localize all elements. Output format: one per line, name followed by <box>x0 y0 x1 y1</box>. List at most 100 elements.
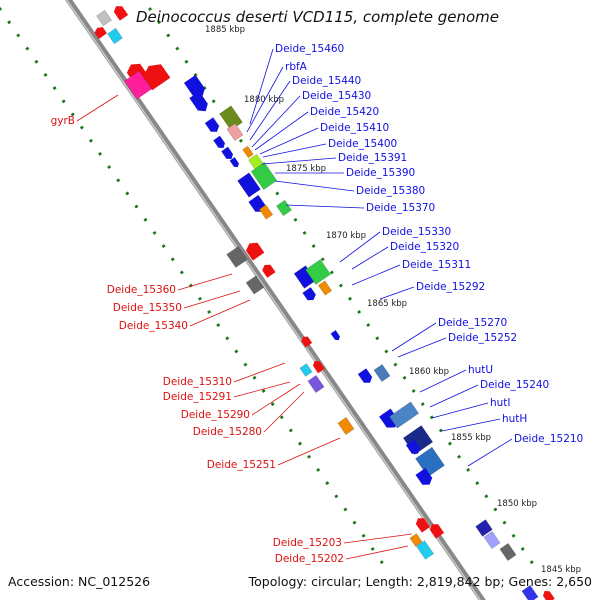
tick-dot <box>125 191 130 196</box>
topology-label: Topology: circular; Length: 2,819,842 bp… <box>248 574 592 589</box>
forward-leader-line <box>259 127 319 155</box>
tick-dot <box>7 20 12 25</box>
gene-arrow-reverse <box>543 591 555 600</box>
tick-dot <box>216 323 221 328</box>
forward-leader-line <box>351 246 389 270</box>
tick-dot <box>52 86 57 91</box>
tick-dot <box>170 257 175 262</box>
tick-dot <box>238 138 243 143</box>
tick-dot <box>34 59 39 64</box>
tick-dot <box>70 112 75 117</box>
scale-tick-label: 1885 kbp <box>205 25 245 35</box>
gene-feature <box>415 446 445 478</box>
gene-arrow-reverse <box>415 518 431 533</box>
reverse-gene-label: Deide_15360 <box>107 284 176 296</box>
tick-dot <box>152 230 157 235</box>
tick-dot <box>61 99 66 104</box>
gene-feature <box>242 145 254 159</box>
gene-arrow-forward <box>183 74 205 98</box>
reverse-leader-line <box>263 391 305 433</box>
tick-dot <box>88 138 93 143</box>
gene-feature <box>373 364 391 382</box>
gene-arrow-forward <box>415 468 433 485</box>
tick-dot <box>529 560 534 565</box>
gene-feature <box>415 540 435 560</box>
tick-dot <box>166 33 171 38</box>
forward-leader-line <box>251 95 301 148</box>
tick-dot <box>202 86 207 91</box>
tick-dot <box>338 283 343 288</box>
forward-gene-label: Deide_15370 <box>366 202 435 214</box>
gene-feature <box>96 9 112 27</box>
gene-feature <box>499 543 517 561</box>
tick-dot <box>161 244 166 249</box>
tick-dot <box>243 362 248 367</box>
tick-dot <box>411 389 416 393</box>
gene-arrow-forward <box>221 146 233 159</box>
reverse-leader-line <box>251 383 301 416</box>
reverse-gene-label: Deide_15310 <box>163 376 232 388</box>
forward-gene-label: Deide_15380 <box>356 185 425 197</box>
gene-feature <box>305 259 331 285</box>
reverse-gene-label: Deide_15350 <box>113 302 182 314</box>
tick-dot <box>270 402 275 407</box>
tick-dot <box>279 415 284 420</box>
forward-gene-label: Deide_15390 <box>346 167 415 179</box>
forward-gene-label: Deide_15252 <box>448 332 517 344</box>
reverse-gene-label: Deide_15290 <box>181 409 250 421</box>
tick-dot <box>334 494 339 499</box>
gene-feature <box>475 519 493 537</box>
tick-dot <box>234 349 239 354</box>
tick-dot <box>307 454 312 459</box>
forward-leader-line <box>431 402 489 419</box>
forward-leader-line <box>351 264 401 286</box>
forward-gene-label: Deide_15420 <box>310 106 379 118</box>
genome-backbone-highlight <box>65 0 482 600</box>
forward-gene-label: Deide_15430 <box>302 90 371 102</box>
gene-feature <box>226 123 244 141</box>
tick-dot <box>207 310 212 314</box>
forward-gene-label: hutU <box>468 364 493 376</box>
tick-dot <box>288 428 293 433</box>
tick-dot <box>252 375 257 380</box>
scale-tick-label: 1850 kbp <box>497 499 537 509</box>
tick-dot <box>420 402 425 407</box>
gene-arrow-forward <box>302 287 316 301</box>
forward-leader-line <box>285 204 365 209</box>
gene-arrow-forward <box>204 117 220 132</box>
tick-dot <box>316 468 321 472</box>
gene-feature <box>123 70 153 100</box>
reverse-leader-line <box>177 273 233 291</box>
tick-dot <box>198 296 202 301</box>
tick-dot <box>275 191 280 196</box>
gene-feature <box>276 199 292 217</box>
tick-dot <box>379 560 384 565</box>
tick-dot <box>0 7 3 11</box>
tick-dot <box>175 46 180 51</box>
gene-feature <box>107 27 123 45</box>
gene-arrow-reverse <box>262 264 276 278</box>
forward-gene-label: Deide_15400 <box>328 138 397 150</box>
forward-gene-label: hutH <box>502 413 527 425</box>
reverse-gene-label: Deide_15251 <box>207 459 276 471</box>
gene-feature <box>388 401 420 429</box>
scale-tick-label: 1875 kbp <box>286 164 326 174</box>
gene-arrow-forward <box>248 195 266 212</box>
gene-arrow-reverse <box>301 336 313 348</box>
tick-dot <box>484 494 489 499</box>
gene-arrow-reverse <box>142 64 171 91</box>
tick-dot <box>16 33 21 38</box>
forward-gene-label: Deide_15440 <box>292 75 361 87</box>
tick-dot <box>348 296 352 301</box>
forward-leader-line <box>261 157 337 165</box>
gene-arrow-forward <box>405 439 421 454</box>
tick-dot <box>502 520 507 525</box>
reverse-leader-line <box>343 533 413 544</box>
gene-arrow-reverse <box>313 361 325 374</box>
tick-dot <box>466 468 471 472</box>
tick-dot <box>143 217 148 222</box>
forward-leader-line <box>262 143 327 158</box>
gene-arrow-forward <box>229 157 239 168</box>
tick-dot <box>384 349 389 354</box>
